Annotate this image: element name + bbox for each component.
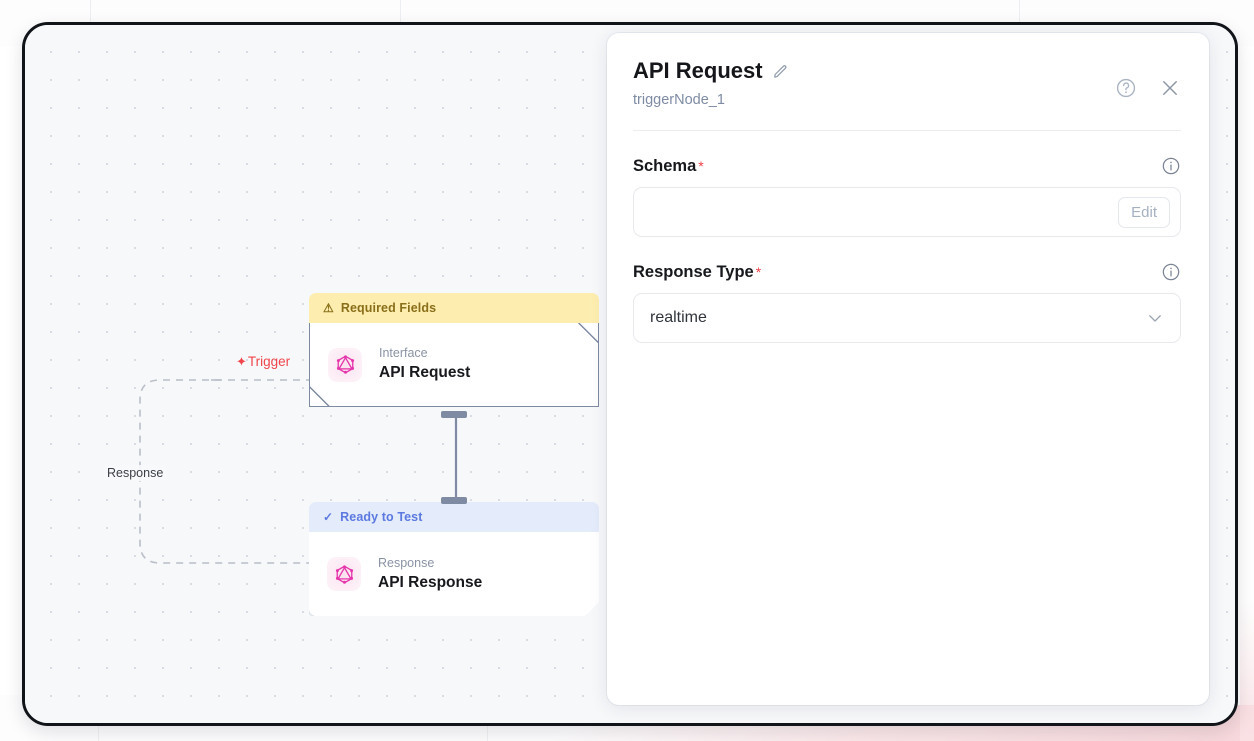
app-window-frame: ✦ Trigger Response ⚠ Required Fields	[22, 22, 1238, 726]
node-status-label: Ready to Test	[340, 510, 423, 524]
node-status-banner-required-fields: ⚠ Required Fields	[309, 293, 599, 323]
field-label-row: Schema*	[633, 156, 1181, 176]
node-title-label: API Response	[378, 573, 483, 591]
node-config-panel: API Request triggerNode_1	[607, 33, 1209, 705]
node-kind-label: Interface	[379, 346, 428, 361]
response-type-select[interactable]: realtime	[633, 293, 1181, 344]
field-response-type: Response Type* realtime	[633, 262, 1181, 344]
field-label-text: Schema	[633, 156, 697, 175]
pencil-icon[interactable]	[772, 63, 789, 80]
node-api-response[interactable]: ✓ Ready to Test	[309, 497, 599, 616]
node-body[interactable]: Response API Response	[309, 532, 599, 616]
node-kind-label: Response	[378, 555, 435, 570]
close-icon[interactable]	[1159, 77, 1181, 99]
edge-label-trigger-text: Trigger	[247, 354, 291, 369]
edge-label-trigger: ✦ Trigger	[236, 354, 290, 369]
warning-triangle-icon: ⚠	[323, 301, 334, 315]
panel-title-row: API Request	[633, 58, 1181, 83]
schema-input[interactable]	[650, 187, 1119, 238]
chevron-down-icon[interactable]	[1146, 309, 1164, 327]
graphql-icon	[328, 347, 362, 382]
required-asterisk: *	[755, 263, 762, 280]
node-text: Interface API Request	[379, 346, 470, 382]
edge-label-response: Response	[104, 465, 167, 481]
check-icon: ✓	[323, 510, 334, 524]
graphql-icon	[327, 557, 361, 591]
panel-divider	[633, 130, 1181, 132]
panel-action-buttons	[1115, 77, 1181, 99]
info-circle-icon[interactable]	[1161, 156, 1181, 176]
panel-subtitle: triggerNode_1	[633, 92, 725, 109]
node-text: Response API Response	[378, 556, 482, 592]
node-api-request[interactable]: ⚠ Required Fields	[309, 293, 599, 418]
schema-input-wrapper[interactable]: Edit	[633, 187, 1181, 238]
question-circle-icon[interactable]	[1115, 77, 1137, 99]
background-gradient-accent-right	[1240, 600, 1254, 741]
lightning-bolt-icon: ✦	[236, 354, 247, 369]
required-asterisk: *	[698, 157, 704, 174]
schema-edit-button[interactable]: Edit	[1118, 196, 1170, 228]
field-label: Response Type*	[633, 263, 761, 282]
field-label: Schema*	[633, 157, 704, 176]
node-status-label: Required Fields	[340, 301, 437, 315]
node-output-port[interactable]	[441, 411, 467, 418]
field-label-row: Response Type*	[633, 262, 1181, 282]
node-title-label: API Request	[379, 364, 471, 382]
node-body[interactable]: Interface API Request	[309, 323, 599, 407]
response-type-selected-value: realtime	[650, 309, 707, 327]
panel-header: API Request triggerNode_1	[633, 58, 1181, 109]
field-schema: Schema* Edit	[633, 156, 1181, 238]
info-circle-icon[interactable]	[1161, 262, 1181, 282]
page-title: API Request	[633, 58, 763, 83]
node-input-port[interactable]	[441, 497, 467, 504]
node-status-banner-ready-to-test: ✓ Ready to Test	[309, 502, 599, 532]
field-label-text: Response Type	[633, 262, 754, 281]
